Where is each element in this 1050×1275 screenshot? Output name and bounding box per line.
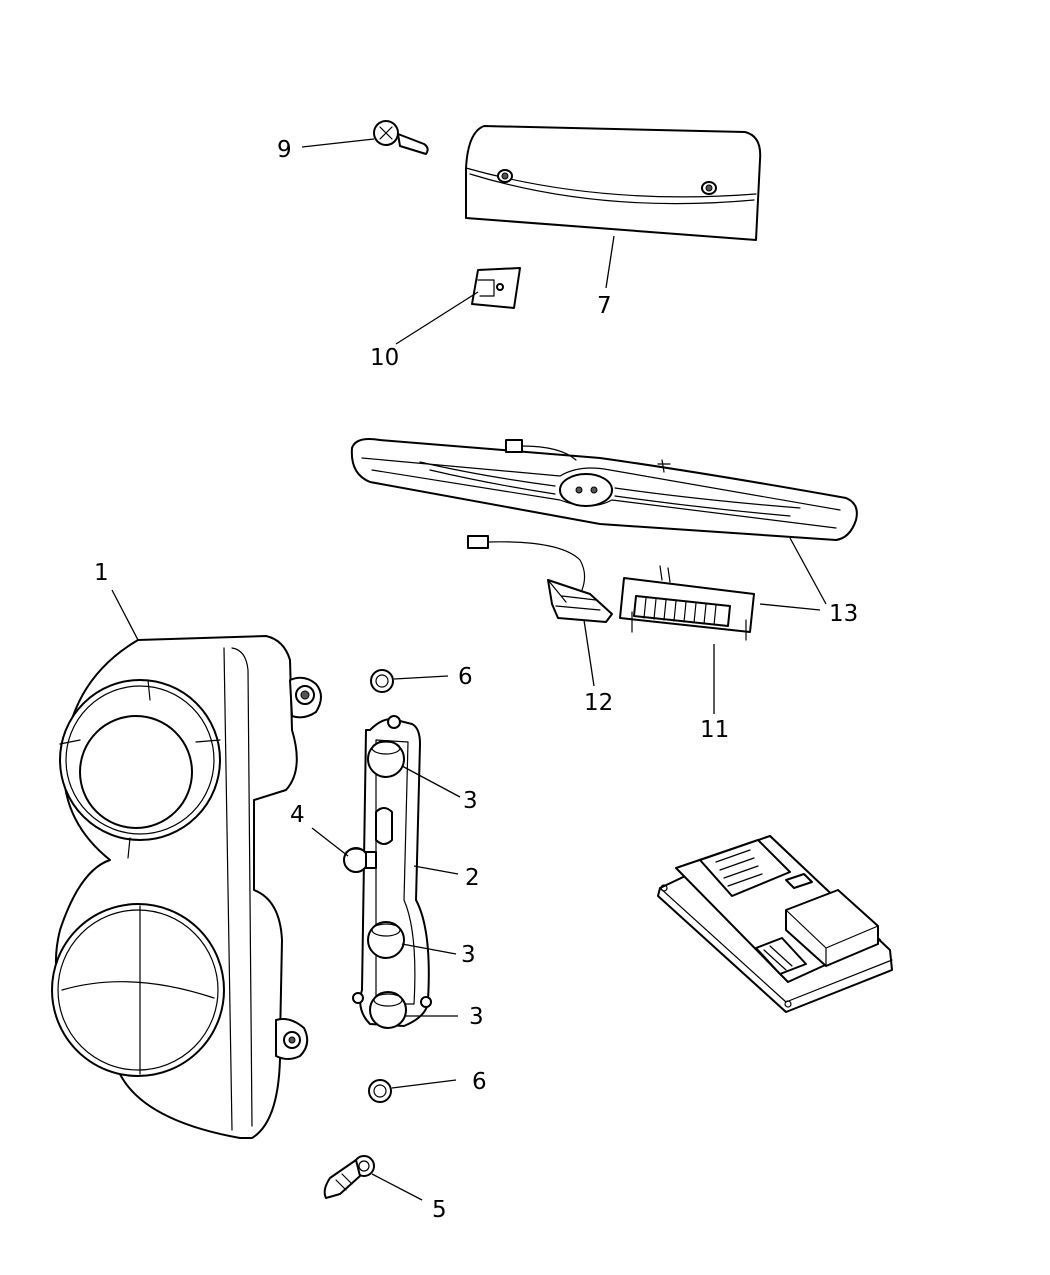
callout-7: 7 (597, 293, 612, 319)
part-9-screw (373, 120, 429, 155)
callout-5: 5 (432, 1197, 447, 1223)
part-3-bulb-upper (367, 740, 405, 778)
callout-12: 12 (584, 690, 613, 716)
part-3-bulb-middle (367, 921, 405, 959)
part-12-license-lamp (467, 535, 613, 623)
part-13-applique (350, 438, 858, 541)
part-3-bulb-lower (369, 991, 407, 1029)
callout-11: 11 (700, 717, 729, 743)
callout-4: 4 (290, 802, 305, 828)
callout-6-upper: 6 (458, 664, 473, 690)
callout-3-upper: 3 (463, 788, 478, 814)
callout-1: 1 (94, 560, 109, 586)
part-10-clip (471, 267, 521, 309)
part-4-socket (343, 847, 377, 873)
part-5-push-pin (323, 1155, 375, 1199)
callout-2: 2 (465, 865, 480, 891)
leader-lines (111, 138, 827, 1201)
callout-labels: 9 7 10 13 1 12 11 6 3 4 2 3 3 6 5 (94, 137, 858, 1223)
part-6-grommet-lower (368, 1079, 392, 1103)
callout-3-lower: 3 (469, 1004, 484, 1030)
part-11-module (619, 565, 755, 641)
callout-3-middle: 3 (461, 942, 476, 968)
callout-13: 13 (829, 601, 858, 627)
part-1-tail-lamp (51, 635, 322, 1139)
part-6-grommet-upper (370, 669, 394, 693)
callout-9: 9 (277, 137, 292, 163)
control-module-unlabeled (657, 835, 893, 1013)
part-7-lamp-housing (465, 125, 762, 241)
callout-6-lower: 6 (472, 1069, 487, 1095)
callout-10: 10 (370, 345, 399, 371)
